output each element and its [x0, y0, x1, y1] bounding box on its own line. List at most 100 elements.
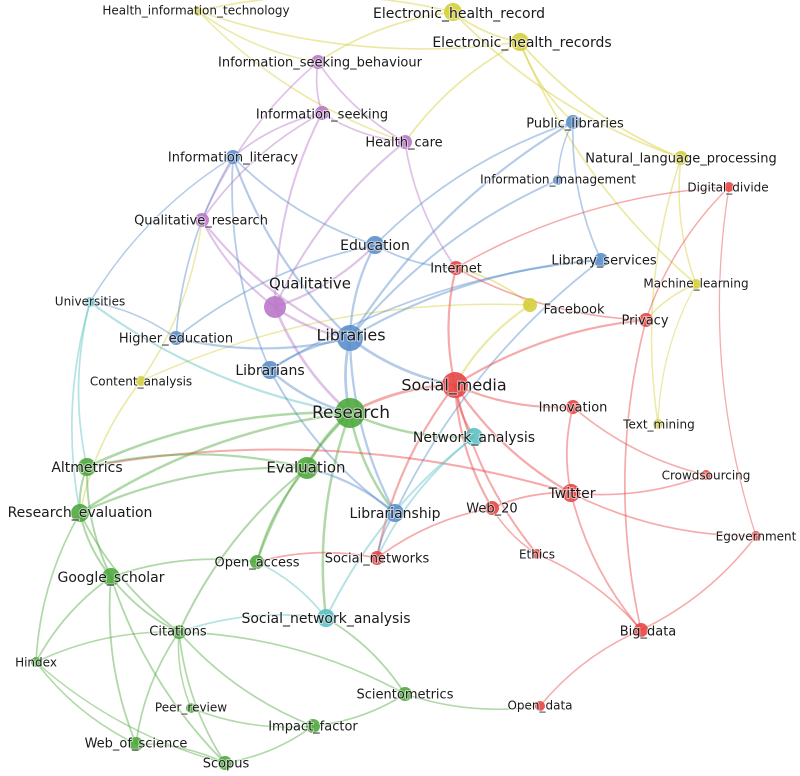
node-social-networks[interactable]	[370, 551, 384, 565]
node-hindex[interactable]	[31, 657, 41, 667]
node-web-of-science[interactable]	[129, 737, 143, 751]
node-google-scholar[interactable]	[102, 568, 120, 586]
edge-library_services-libraries	[349, 258, 602, 339]
node-network-analysis[interactable]	[465, 428, 483, 446]
edge-layer	[35, 0, 757, 764]
node-scopus[interactable]	[218, 756, 232, 770]
node-altmetrics[interactable]	[78, 458, 96, 476]
node-text-mining[interactable]	[653, 419, 663, 429]
label-crowdsourcing: Crowdsourcing	[662, 469, 751, 483]
node-facebook[interactable]	[523, 298, 537, 312]
edge-natural_language_processing-machine_learning	[678, 157, 697, 285]
edge-research-altmetrics	[86, 411, 351, 469]
edge-facebook-internet	[455, 267, 531, 306]
node-higher-education[interactable]	[169, 331, 183, 345]
edge-social_media-ethics	[454, 384, 538, 555]
node-qualitative[interactable]	[264, 296, 286, 318]
edge-citations-scopus	[178, 631, 226, 764]
node-ethics[interactable]	[532, 549, 542, 559]
node-citations[interactable]	[172, 625, 186, 639]
edge-librarians-librarianship	[269, 369, 396, 514]
edge-qualitative-education	[274, 244, 376, 309]
label-research-evaluation: Research_evaluation	[8, 505, 153, 521]
node-public-libraries[interactable]	[566, 115, 580, 129]
edge-scopus-impact_factor	[224, 725, 314, 764]
node-open-data[interactable]	[535, 701, 545, 711]
label-twitter: Twitter	[548, 486, 596, 502]
node-information-seeking-behaviour[interactable]	[311, 55, 325, 69]
node-librarianship[interactable]	[386, 504, 404, 522]
edge-facebook-social_media	[454, 304, 531, 386]
node-information-literacy[interactable]	[226, 150, 240, 164]
node-information-management[interactable]	[553, 175, 563, 185]
edge-twitter-altmetrics	[86, 448, 572, 494]
edge-internet-privacy	[455, 267, 647, 321]
edge-information_seeking-qualitative_research	[201, 112, 323, 221]
label-digital-divide: Digital_divide	[687, 181, 768, 195]
node-information-seeking[interactable]	[315, 106, 329, 120]
edge-citations-hindex	[35, 631, 180, 663]
edge-universities-altmetrics	[77, 301, 91, 468]
node-web-20[interactable]	[485, 501, 499, 515]
edge-research-open_access	[255, 412, 351, 563]
node-content-analysis[interactable]	[136, 376, 146, 386]
node-egovernment[interactable]	[751, 531, 761, 541]
node-library-services[interactable]	[594, 253, 608, 267]
node-librarians[interactable]	[261, 361, 279, 379]
edge-research_evaluation-hindex	[35, 512, 81, 663]
node-crowdsourcing[interactable]	[701, 470, 711, 480]
node-libraries[interactable]	[337, 325, 363, 351]
edge-facebook-content_analysis	[140, 303, 531, 382]
node-impact-factor[interactable]	[306, 719, 320, 733]
node-digital-divide[interactable]	[724, 182, 734, 192]
label-innovation: Innovation	[539, 401, 608, 416]
edge-universities-research_evaluation	[70, 301, 91, 514]
edge-impact_factor-scientometrics	[312, 693, 406, 727]
label-open-access: Open_access	[214, 556, 299, 571]
node-social-network-analysis[interactable]	[317, 609, 335, 627]
edge-content_analysis-research_evaluation	[79, 380, 142, 514]
edge-digital_divide-internet	[455, 186, 730, 269]
edge-higher_education-libraries	[175, 336, 351, 350]
edge-evaluation-open_access	[256, 467, 308, 563]
node-innovation[interactable]	[566, 400, 580, 414]
node-electronic-health-record[interactable]	[444, 3, 462, 21]
node-electronic-health-records[interactable]	[511, 33, 529, 51]
label-privacy: Privacy	[621, 314, 668, 329]
node-twitter[interactable]	[562, 484, 580, 502]
node-education[interactable]	[366, 236, 384, 254]
node-qualitative-research[interactable]	[195, 213, 209, 227]
edge-big_data-ethics	[536, 553, 642, 631]
node-privacy[interactable]	[639, 313, 653, 327]
edge-electronic_health_record-information_seeking_behaviour	[317, 11, 454, 63]
node-universities[interactable]	[85, 297, 95, 307]
edge-information_literacy-education	[232, 156, 376, 246]
label-qualitative-research: Qualitative_research	[134, 214, 268, 229]
node-peer-review[interactable]	[186, 703, 196, 713]
edge-content_analysis-qualitative_research	[140, 219, 203, 382]
node-scientometrics[interactable]	[398, 687, 412, 701]
node-big-data[interactable]	[634, 623, 648, 637]
node-open-access[interactable]	[250, 555, 264, 569]
node-natural-language-processing[interactable]	[674, 151, 688, 165]
node-evaluation[interactable]	[296, 457, 318, 479]
label-public-libraries: Public_libraries	[526, 117, 624, 132]
label-big-data: Big_data	[620, 625, 677, 640]
label-information-seeking-behaviour: Information_seeking_behaviour	[218, 56, 423, 71]
node-research-evaluation[interactable]	[71, 504, 89, 522]
node-health-information-technology[interactable]	[193, 6, 203, 16]
node-research[interactable]	[335, 398, 365, 428]
edge-information_seeking_behaviour-qualitative_research	[201, 61, 319, 221]
node-machine-learning[interactable]	[691, 279, 701, 289]
edge-innovation-twitter	[565, 406, 574, 494]
node-social-media[interactable]	[442, 372, 468, 398]
node-health-care[interactable]	[398, 135, 412, 149]
edge-internet-social_media	[447, 267, 458, 386]
edge-information_literacy-libraries	[231, 156, 351, 339]
edge-education-higher_education	[175, 244, 376, 339]
node-internet[interactable]	[449, 261, 463, 275]
edge-library_services-librarians	[269, 259, 602, 371]
edge-natural_language_processing-text_mining	[650, 157, 682, 425]
